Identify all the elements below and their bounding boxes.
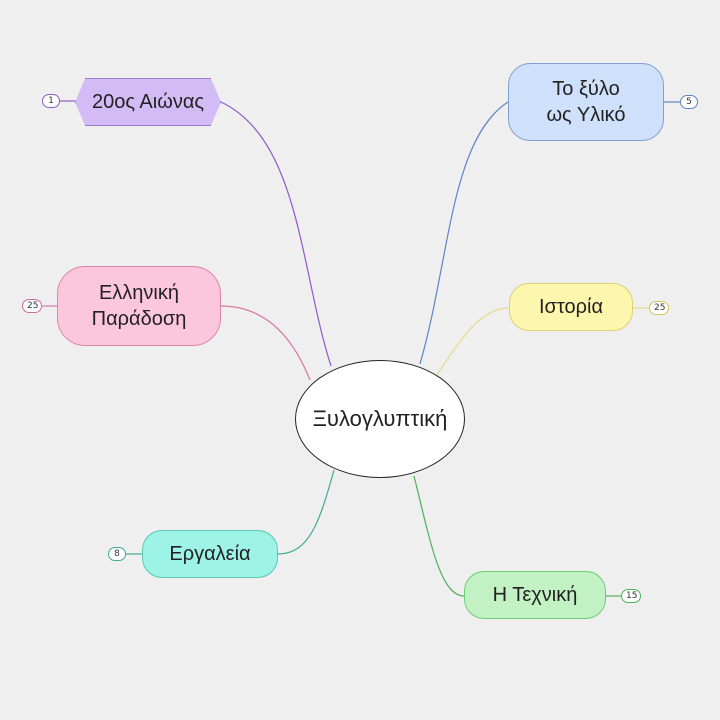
topic-greek-tradition-count-badge[interactable]: 25 [22, 299, 42, 313]
topic-tools-label: Εργαλεία [169, 543, 251, 565]
connector-technique [413, 475, 465, 597]
topic-20th-century-label: 20ος Αιώνας [91, 91, 205, 113]
topic-greek-tradition-label: Ελληνική Παράδοση [91, 282, 187, 330]
topic-20th-century[interactable]: 20ος Αιώνας [75, 78, 221, 126]
topic-wood-as-material-label: Το ξύλο ως Υλικό [546, 78, 626, 126]
topic-history-label: Ιστορία [538, 296, 604, 318]
connector-greek [220, 305, 311, 381]
topic-history-count-badge[interactable]: 25 [649, 301, 669, 315]
topic-wood-as-material-count-badge[interactable]: 5 [680, 95, 698, 109]
connector-tools [277, 469, 335, 555]
topic-tools-count-badge[interactable]: 8 [108, 547, 126, 561]
topic-greek-tradition[interactable]: Ελληνική Παράδοση [57, 266, 221, 346]
topic-wood-as-material[interactable]: Το ξύλο ως Υλικό [508, 63, 664, 141]
central-topic-label: Ξυλογλυπτική [312, 406, 448, 431]
topic-20th-century-count-badge[interactable]: 1 [42, 94, 60, 108]
topic-technique-label: Η Τεχνική [492, 584, 578, 606]
topic-technique-count-badge[interactable]: 15 [621, 589, 641, 603]
connector-20c [220, 101, 332, 367]
topic-tools[interactable]: Εργαλεία [142, 530, 278, 578]
central-topic[interactable]: Ξυλογλυπτική [295, 360, 465, 478]
topic-history[interactable]: Ιστορία [509, 283, 633, 331]
topic-technique[interactable]: Η Τεχνική [464, 571, 606, 619]
connector-wood [419, 101, 509, 365]
connector-history [436, 307, 510, 376]
